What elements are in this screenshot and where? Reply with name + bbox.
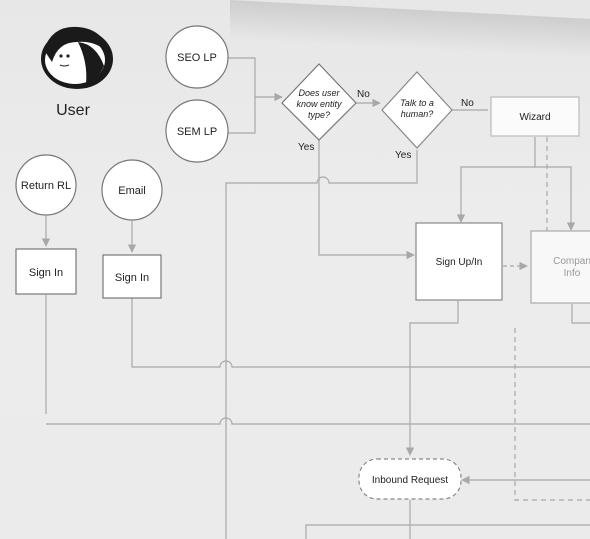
node-company-info: Compan Info <box>530 230 590 304</box>
edge-label-yes-1: Yes <box>298 142 314 153</box>
node-seo-lp: SEO LP <box>165 25 229 89</box>
edge-label-no-2: No <box>461 98 474 109</box>
node-inbound-request: Inbound Request <box>358 458 462 500</box>
edge-label-yes-2: Yes <box>395 150 411 161</box>
edge-labels: No No Yes Yes <box>298 89 474 161</box>
edge-wizard-right <box>535 166 576 231</box>
edge-label-no-1: No <box>357 89 370 100</box>
edge-decision2-yes <box>225 150 418 539</box>
node-sign-in-1-label: Sign In <box>29 267 63 279</box>
edge-company-down <box>571 304 590 324</box>
node-sign-in-2-label: Sign In <box>115 272 149 284</box>
edge-signup-down-left <box>405 301 459 456</box>
node-email-label: Email <box>118 185 146 197</box>
decision-human-line-1: Talk to a <box>400 98 434 108</box>
node-sign-up-in-label: Sign Up/In <box>436 257 483 268</box>
node-wizard: Wizard <box>490 96 580 137</box>
connectors <box>41 57 590 539</box>
node-sem-lp-label: SEM LP <box>177 126 217 138</box>
node-inbound-request-label: Inbound Request <box>372 475 448 486</box>
node-company-info-line-1: Compan <box>553 256 590 267</box>
decision-entity-line-1: Does user <box>298 88 340 98</box>
node-seo-lp-label: SEO LP <box>177 52 217 64</box>
decision-talk-to-human: Talk to a human? <box>381 71 453 149</box>
node-wizard-label: Wizard <box>519 112 550 123</box>
edge-company-dashed <box>514 328 590 501</box>
edge-long-horizontal <box>46 417 590 425</box>
edge-sem-to-decision <box>227 97 256 134</box>
node-sign-in-2: Sign In <box>102 254 162 299</box>
node-company-info-line-2: Info <box>564 268 581 279</box>
edge-signin2-horizontal <box>131 298 590 368</box>
node-sign-up-in: Sign Up/In <box>415 222 503 301</box>
edge-wizard-to-signup <box>456 137 536 223</box>
user-avatar-icon <box>41 26 113 89</box>
decision-entity-line-2: know entity <box>296 99 342 109</box>
node-return-rl-label: Return RL <box>21 180 71 192</box>
edge-seo-to-decision <box>227 57 283 102</box>
decision-entity-line-3: type? <box>308 110 330 120</box>
node-sem-lp: SEM LP <box>165 99 229 163</box>
edge-bottom-bar <box>305 524 590 539</box>
decision-entity-type: Does user know entity type? <box>281 63 357 141</box>
node-return-rl: Return RL <box>15 154 77 216</box>
user-actor: User <box>41 26 113 119</box>
decision-human-line-2: human? <box>401 109 434 119</box>
user-label: User <box>56 102 90 119</box>
node-email: Email <box>101 159 163 221</box>
node-sign-in-1: Sign In <box>15 248 77 295</box>
